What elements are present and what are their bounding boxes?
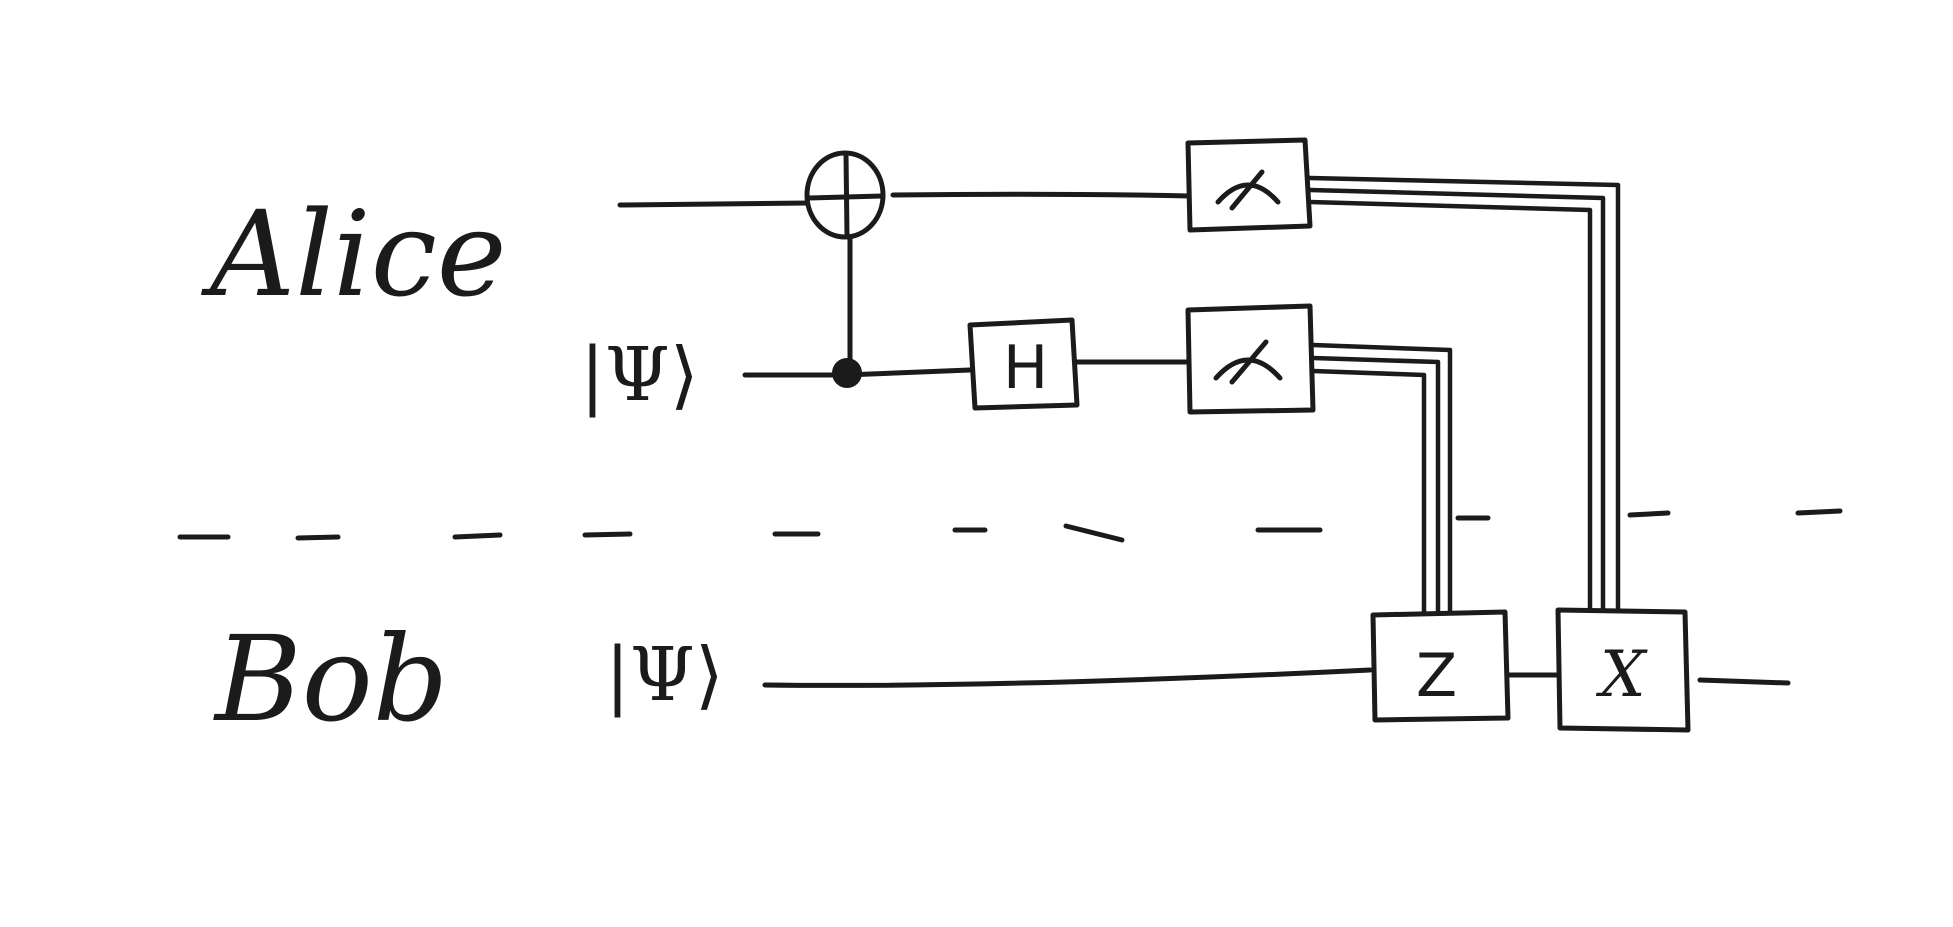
bob-wire-out (1697, 677, 1791, 686)
alice-input-state: |Ψ⟩ (580, 332, 699, 418)
z-gate-label: Z (1416, 641, 1457, 711)
bob-input-state: |Ψ⟩ (605, 632, 724, 718)
bob-label: Bob (213, 610, 448, 748)
x-gate: X (1555, 607, 1691, 733)
alice-top-wire-mid (890, 191, 1193, 199)
alice-bottom-wire-to-h (842, 367, 973, 378)
alice-label: Alice (201, 185, 507, 323)
classical-wire-to-z (1310, 342, 1453, 618)
x-gate-label: X (1595, 638, 1648, 712)
alice-bob-separator (177, 508, 1843, 543)
bob-wire-in (762, 667, 1373, 688)
measurement-meter-icon (1185, 303, 1316, 415)
hadamard-gate: H (967, 317, 1080, 411)
z-gate: Z (1370, 609, 1511, 723)
alice-top-wire-in (617, 200, 811, 208)
hadamard-label: H (1003, 333, 1048, 403)
classical-wire-to-x (1307, 175, 1621, 615)
measurement-meter-icon (1185, 137, 1313, 233)
xor-target-icon (804, 150, 886, 240)
control-dot-icon (832, 358, 862, 388)
